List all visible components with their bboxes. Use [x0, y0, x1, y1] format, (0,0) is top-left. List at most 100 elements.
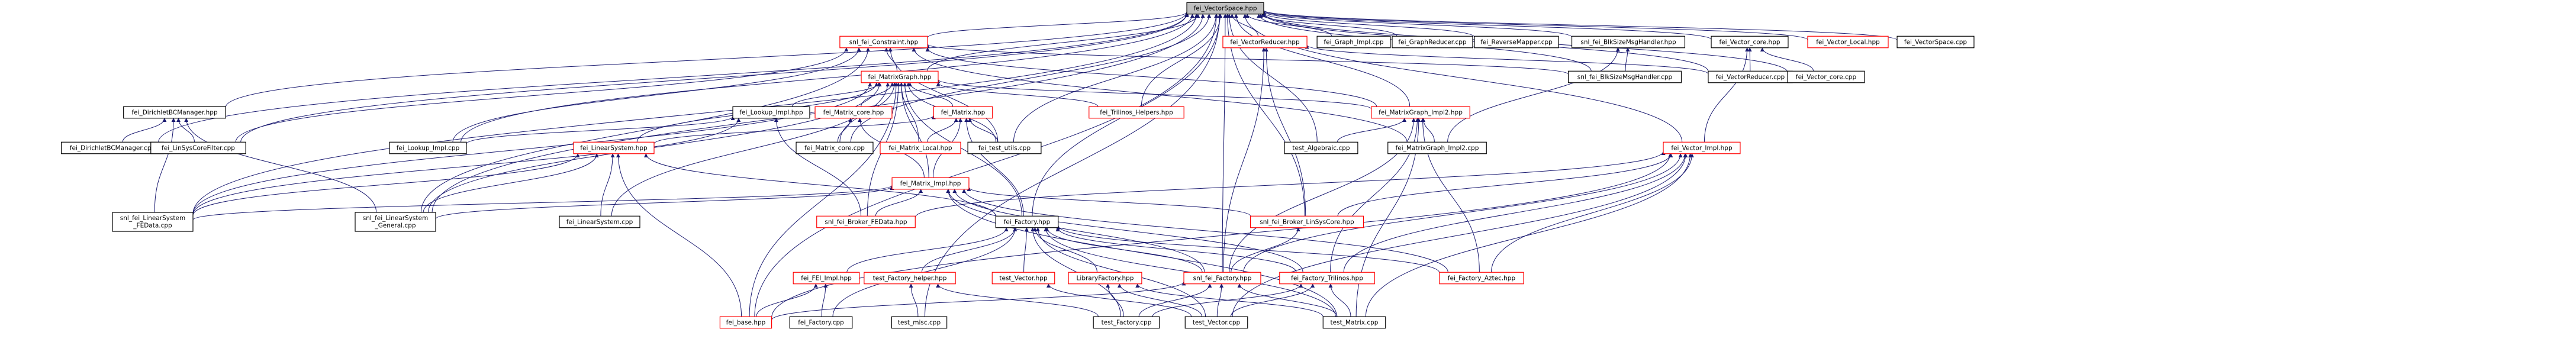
node-box — [839, 36, 928, 49]
edge-test-factory-cpp-to-snl-factory-hpp — [1138, 283, 1212, 317]
edge-test-factory-cpp-to-libraryfactory-hpp — [1106, 283, 1124, 317]
edge-linearsystem-fedata-to-vectorspace — [192, 14, 1199, 214]
node-test-misc[interactable]: test_misc.cpp — [891, 316, 948, 329]
node-libraryfactory-hpp[interactable]: LibraryFactory.hpp — [1068, 272, 1142, 285]
edge-matrix-core-cpp-to-matrix-core-hpp — [837, 118, 853, 143]
node-matrix-core-hpp[interactable]: fei_Matrix_core.hpp — [814, 106, 893, 119]
node-test-factory-cpp[interactable]: test_Factory.cpp — [1093, 316, 1160, 329]
node-box — [1284, 141, 1358, 154]
edge-test-utils-to-vectorspace — [1013, 14, 1219, 143]
node-vectorreducer[interactable]: fei_VectorReducer.hpp — [1222, 36, 1308, 49]
node-box — [573, 141, 655, 154]
node-box — [389, 141, 467, 154]
node-label: _FEData.cpp — [133, 222, 172, 230]
node-vector-core-cpp[interactable]: fei_Vector_core.cpp — [1787, 70, 1865, 83]
node-fei-impl-hpp[interactable]: fei_FEI_Impl.hpp — [793, 272, 860, 285]
node-factory-hpp[interactable]: fei_Factory.hpp — [995, 215, 1059, 228]
edge-matrixgraph-impl2-cpp-to-constraint — [912, 47, 1408, 143]
node-box — [1222, 36, 1308, 49]
node-linearsystem-general[interactable]: snl_fei_LinearSystem_General.cpp — [355, 212, 436, 232]
edge-fei-base-to-linearsystem-hpp — [616, 153, 742, 317]
node-trilinos-helpers[interactable]: fei_Trilinos_Helpers.hpp — [1089, 106, 1184, 119]
node-graphreducer[interactable]: fei_GraphReducer.cpp — [1392, 36, 1473, 49]
node-box — [112, 212, 194, 232]
node-box — [796, 141, 874, 154]
node-linearsystem-hpp[interactable]: fei_LinearSystem.hpp — [573, 141, 655, 154]
node-test-algebraic[interactable]: test_Algebraic.cpp — [1284, 141, 1358, 154]
node-test-vector-hpp[interactable]: test_Vector.hpp — [991, 272, 1055, 285]
node-reversemapper[interactable]: fei_ReverseMapper.cpp — [1474, 36, 1559, 49]
node-factory-trilinos[interactable]: fei_Factory_Trilinos.hpp — [1279, 272, 1375, 285]
node-vector-local-hpp[interactable]: fei_Vector_Local.hpp — [1807, 36, 1889, 49]
node-label: fei_MatrixGraph_Impl2.hpp — [1379, 109, 1463, 116]
edge-snl-factory-hpp-to-vectorspace — [1222, 14, 1228, 273]
node-matrixgraph-impl2-cpp[interactable]: fei_MatrixGraph_Impl2.cpp — [1387, 141, 1487, 154]
node-matrix-impl-hpp[interactable]: fei_Matrix_Impl.hpp — [891, 177, 970, 190]
node-label: fei_LinearSystem.hpp — [580, 144, 648, 151]
edge-test-vector-cpp-to-test-vector-hpp — [1046, 283, 1192, 317]
node-matrix-core-cpp[interactable]: fei_Matrix_core.cpp — [796, 141, 874, 154]
node-box — [1068, 272, 1142, 285]
node-linearsystem-fedata[interactable]: snl_fei_LinearSystem_FEData.cpp — [112, 212, 194, 232]
node-broker-fedata[interactable]: snl_fei_Broker_FEData.hpp — [816, 215, 916, 228]
edge-trilinos-helpers-to-vectorspace — [1141, 14, 1223, 107]
node-vector-core-hpp[interactable]: fei_Vector_core.hpp — [1711, 36, 1789, 49]
node-label: snl_fei_Factory.hpp — [1193, 275, 1252, 282]
node-label: fei_Lookup_Impl.hpp — [739, 109, 803, 116]
node-graph-impl[interactable]: fei_Graph_Impl.cpp — [1316, 36, 1391, 49]
node-blksizemsghandler-hpp[interactable]: snl_fei_BlkSizeMsgHandler.hpp — [1571, 36, 1686, 49]
node-blksizemsghandler-cpp[interactable]: snl_fei_BlkSizeMsgHandler.cpp — [1567, 70, 1682, 83]
node-test-factory-helper[interactable]: test_Factory_helper.hpp — [864, 272, 956, 285]
edge-snl-factory-hpp-to-vector-impl-hpp — [1243, 153, 1683, 273]
edge-factory-aztec-to-factory-hpp — [1056, 225, 1440, 273]
node-linsyscorefilter[interactable]: fei_LinSysCoreFilter.cpp — [150, 141, 246, 154]
edge-broker-linsyscore-to-vectorspace — [1225, 14, 1305, 217]
node-label: test_Algebraic.cpp — [1292, 144, 1350, 151]
edge-factory-trilinos-to-vector-impl-hpp — [1343, 153, 1688, 273]
node-factory-aztec[interactable]: fei_Factory_Aztec.hpp — [1439, 272, 1524, 285]
node-constraint[interactable]: snl_fei_Constraint.hpp — [839, 36, 928, 49]
edge-broker-fedata-to-vector-impl-hpp — [915, 151, 1666, 218]
node-dirichletbc-cpp[interactable]: fei_DirichletBCManager.cpp — [61, 141, 164, 154]
node-matrixgraph-hpp[interactable]: fei_MatrixGraph.hpp — [861, 70, 939, 83]
node-snl-factory-hpp[interactable]: snl_fei_Factory.hpp — [1183, 272, 1261, 285]
node-box — [1316, 36, 1391, 49]
node-vectorspace-cpp[interactable]: fei_VectorSpace.cpp — [1896, 36, 1975, 49]
node-label: fei_Factory_Trilinos.hpp — [1291, 275, 1363, 282]
edge-fei-impl-hpp-to-factory-hpp — [846, 227, 1009, 273]
node-fei-base[interactable]: fei_base.hpp — [719, 316, 772, 329]
node-test-utils[interactable]: fei_test_utils.cpp — [967, 141, 1042, 154]
node-box — [933, 106, 993, 119]
edge-blksizemsghandler-cpp-to-constraint — [925, 43, 1569, 75]
node-box — [1387, 141, 1487, 154]
node-test-vector-cpp[interactable]: test_Vector.cpp — [1184, 316, 1248, 329]
node-label: fei_Graph_Impl.cpp — [1324, 38, 1383, 46]
node-box — [864, 272, 956, 285]
edge-test-vector-cpp-to-snl-factory-hpp — [1216, 283, 1224, 317]
node-label: fei_test_utils.cpp — [978, 144, 1031, 151]
node-vectorreducer-cpp[interactable]: fei_VectorReducer.cpp — [1708, 70, 1793, 83]
edge-vectorreducer-to-vectorspace — [1230, 14, 1258, 37]
node-lookup-impl-cpp[interactable]: fei_Lookup_Impl.cpp — [389, 141, 467, 154]
node-matrix-hpp[interactable]: fei_Matrix.hpp — [933, 106, 993, 119]
node-broker-linsyscore[interactable]: snl_fei_Broker_LinSysCore.hpp — [1250, 215, 1364, 228]
node-box — [1439, 272, 1524, 285]
node-vector-impl-hpp[interactable]: fei_Vector_Impl.hpp — [1663, 141, 1741, 154]
edge-vector-core-cpp-to-vector-core-hpp — [1760, 47, 1814, 72]
node-vectorspace[interactable]: fei_VectorSpace.hpp — [1186, 2, 1264, 15]
edge-blksizemsghandler-cpp-to-blksizemsghandler-hpp — [1625, 47, 1630, 72]
node-matrix-local-hpp[interactable]: fei_Matrix_Local.hpp — [880, 141, 961, 154]
edge-fei-base-to-vectorspace — [754, 14, 1219, 317]
edge-fei-base-to-fei-impl-hpp — [756, 283, 818, 317]
node-fei-factory-cpp[interactable]: fei_Factory.cpp — [789, 316, 853, 329]
node-test-matrix-cpp[interactable]: test_Matrix.cpp — [1322, 316, 1386, 329]
edge-graph-impl-to-vectorspace — [1245, 14, 1332, 37]
node-label: fei_Vector_Impl.hpp — [1671, 144, 1733, 151]
edge-graphreducer-to-vectorspace — [1258, 14, 1398, 37]
node-linearsystem-cpp[interactable]: fei_LinearSystem.cpp — [559, 215, 640, 228]
node-label: fei_MatrixGraph.hpp — [868, 73, 932, 80]
node-lookup-impl-hpp[interactable]: fei_Lookup_Impl.hpp — [732, 106, 810, 119]
node-dirichletbc-hpp[interactable]: fei_DirichletBCManager.hpp — [123, 106, 226, 119]
node-matrixgraph-impl2-hpp[interactable]: fei_MatrixGraph_Impl2.hpp — [1371, 106, 1470, 119]
node-box — [814, 106, 893, 119]
